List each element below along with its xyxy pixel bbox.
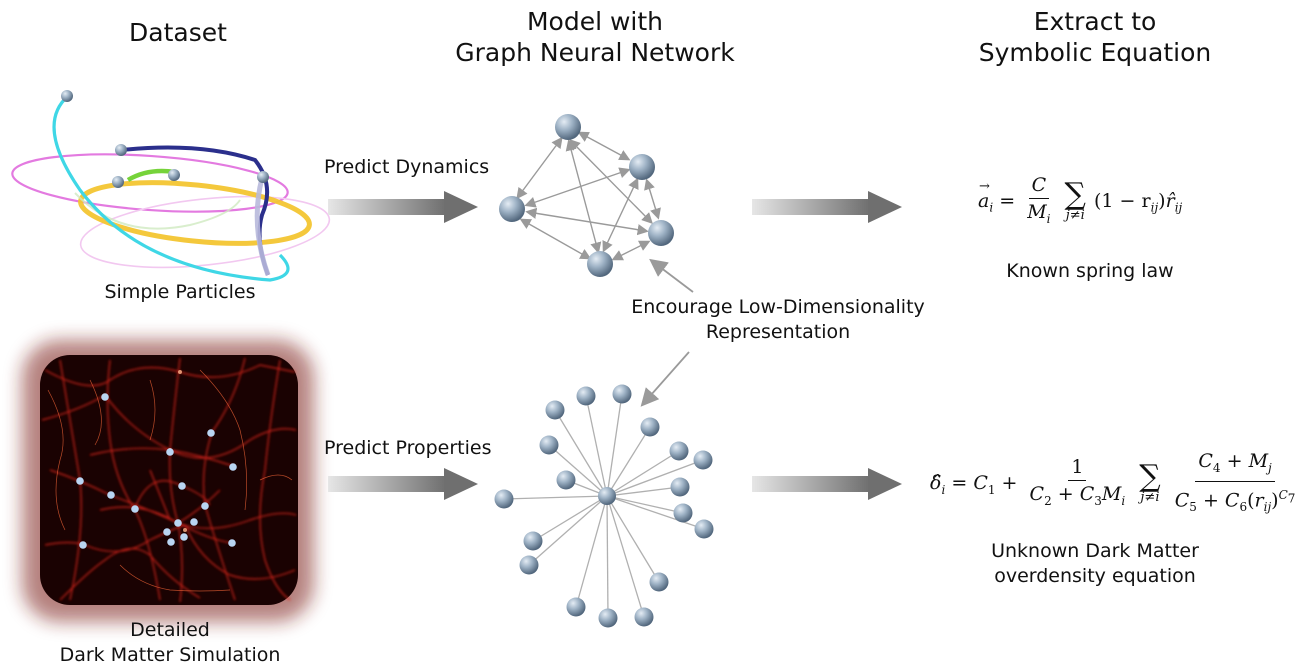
star-node: [545, 400, 565, 420]
halo-point: [131, 505, 139, 513]
particle-1: [61, 90, 73, 102]
particle-3: [112, 176, 124, 188]
label-dark-matter-simulation: Detailed Dark Matter Simulation: [59, 619, 281, 666]
halo-point: [174, 519, 182, 527]
equation-overdensity: δ̂i = C1 + 1 C2 + C3Mi ∑j≠i C4 + Mj C5 +…: [930, 450, 1296, 514]
halo-point: [166, 448, 174, 456]
gnn-node: [648, 220, 674, 246]
star-node: [576, 386, 596, 406]
star-node: [519, 555, 539, 575]
fully-connected-gnn: [516, 131, 661, 261]
halo-point: [167, 538, 175, 546]
halo-point: [101, 393, 109, 401]
halo-point: [76, 477, 84, 485]
particle-5: [257, 171, 269, 183]
orbit-green: [126, 168, 176, 182]
star-node: [523, 531, 543, 551]
header-extract: Extract to Symbolic Equation: [978, 7, 1212, 67]
star-node: [669, 441, 689, 461]
gnn-node: [555, 114, 581, 140]
dark-matter-simulation-image: [22, 340, 314, 622]
star-center-node: [598, 487, 616, 505]
note-low-dimensionality: Encourage Low-Dimensionality Representat…: [631, 296, 925, 343]
gnn-node: [629, 154, 655, 180]
star-node: [598, 608, 618, 628]
star-node: [693, 450, 713, 470]
star-node: [612, 384, 632, 404]
orbit-magenta: [11, 153, 289, 213]
halo-point: [201, 502, 209, 510]
arrow-predict-properties: [328, 468, 478, 500]
star-node: [670, 477, 690, 497]
halo-point: [229, 463, 237, 471]
particle-2: [115, 144, 127, 156]
star-gnn: [503, 393, 705, 619]
gnn-node: [587, 251, 613, 277]
halo-point: [190, 518, 198, 526]
label-simple-particles: Simple Particles: [104, 281, 256, 303]
label-predict-properties: Predict Properties: [324, 437, 492, 459]
star-node: [694, 519, 714, 539]
arrow-extract-top: [752, 191, 902, 223]
halo-point: [107, 491, 115, 499]
star-node: [640, 417, 660, 437]
simple-particles-illustration: [11, 90, 331, 282]
orbit-cyan: [52, 94, 290, 282]
halo-point: [180, 533, 188, 541]
arrow-extract-bottom: [752, 468, 902, 500]
halo-point: [178, 482, 186, 490]
halo-point: [163, 528, 171, 536]
label-predict-dynamics: Predict Dynamics: [324, 156, 490, 178]
star-node: [566, 597, 586, 617]
header-dataset: Dataset: [129, 18, 227, 47]
orbit-yellow: [78, 180, 312, 246]
header-model: Model with Graph Neural Network: [455, 7, 735, 67]
star-node: [634, 607, 654, 627]
star-node: [494, 489, 514, 509]
halo-point: [228, 539, 236, 547]
star-node: [539, 435, 559, 455]
particle-4: [168, 169, 180, 181]
star-node: [673, 503, 693, 523]
caption-unknown-dark-matter: Unknown Dark Matter overdensity equation: [991, 540, 1199, 587]
arrow-predict-dynamics: [328, 191, 478, 223]
caption-known-spring-law: Known spring law: [1006, 260, 1174, 282]
star-node: [649, 572, 669, 592]
halo-point: [207, 429, 215, 437]
gnn-node: [499, 196, 525, 222]
orbit-pink-faint: [79, 195, 331, 269]
star-node: [556, 470, 576, 490]
note-arrow-bottom: [640, 351, 690, 407]
note-arrow-top: [649, 258, 694, 293]
halo-point: [79, 541, 87, 549]
